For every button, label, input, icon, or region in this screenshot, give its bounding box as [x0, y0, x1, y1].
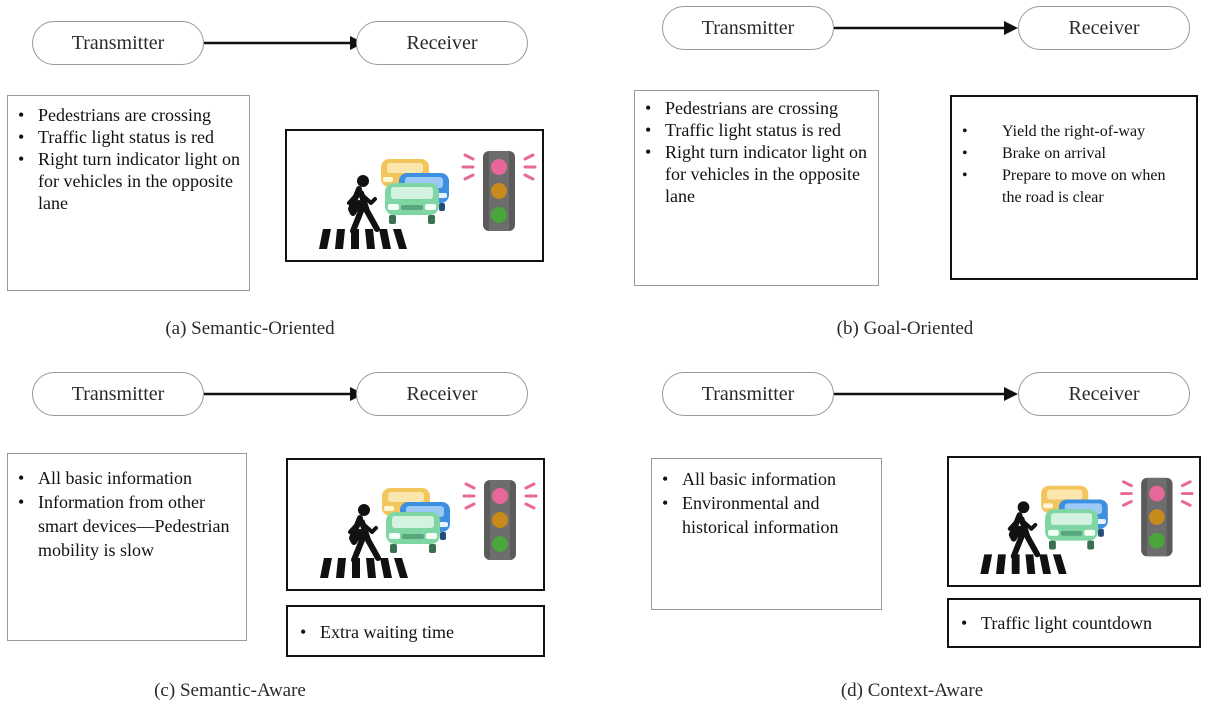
- info-item: Traffic light status is red: [639, 119, 870, 141]
- caption-c: (c) Semantic-Aware: [154, 680, 306, 701]
- goal-actions-box-b: Yield the right-of-way Brake on arrival …: [950, 95, 1198, 280]
- extra-info-box-d: Traffic light countdown: [947, 598, 1201, 648]
- transmitter-node-d: Transmitter: [662, 372, 834, 416]
- extra-item: Extra waiting time: [294, 621, 535, 643]
- semantic-info-box-d: All basic information Environmental and …: [651, 458, 882, 610]
- arrow-c: [204, 387, 364, 401]
- extra-info-box-c: Extra waiting time: [286, 605, 545, 657]
- caption-b: (b) Goal-Oriented: [836, 318, 974, 339]
- caption-a: (a) Semantic-Oriented: [165, 318, 335, 339]
- action-item: Yield the right-of-way: [956, 121, 1186, 143]
- transmitter-node-a: Transmitter: [32, 21, 204, 65]
- extra-item: Traffic light countdown: [955, 612, 1191, 634]
- info-item: Right turn indicator light on for vehicl…: [639, 141, 870, 207]
- semantic-info-box-c: All basic information Information from o…: [7, 453, 247, 641]
- info-item: All basic information: [656, 467, 873, 491]
- info-item: Right turn indicator light on for vehicl…: [12, 148, 241, 214]
- info-item: Information from other smart devices—Ped…: [12, 490, 238, 562]
- receiver-node-d: Receiver: [1018, 372, 1190, 416]
- scene-illustration: [949, 458, 1199, 585]
- caption-d: (d) Context-Aware: [840, 680, 984, 701]
- info-item: Environmental and historical information: [656, 491, 873, 539]
- info-item: Pedestrians are crossing: [639, 97, 870, 119]
- traffic-scene-d: [947, 456, 1201, 587]
- action-item: Brake on arrival: [956, 143, 1186, 165]
- info-item: All basic information: [12, 466, 238, 490]
- scene-illustration: [287, 131, 542, 260]
- transmitter-node-b: Transmitter: [662, 6, 834, 50]
- action-item: Prepare to move on when the road is clea…: [956, 165, 1186, 209]
- info-item: Traffic light status is red: [12, 126, 241, 148]
- arrow-a: [204, 36, 364, 50]
- receiver-node-c: Receiver: [356, 372, 528, 416]
- arrow-d: [834, 387, 1018, 401]
- semantic-info-box-a: Pedestrians are crossing Traffic light s…: [7, 95, 250, 291]
- info-item: Pedestrians are crossing: [12, 104, 241, 126]
- transmitter-node-c: Transmitter: [32, 372, 204, 416]
- receiver-node-a: Receiver: [356, 21, 528, 65]
- semantic-info-box-b: Pedestrians are crossing Traffic light s…: [634, 90, 879, 286]
- scene-illustration: [288, 460, 543, 589]
- receiver-node-b: Receiver: [1018, 6, 1190, 50]
- arrow-b: [834, 21, 1018, 35]
- traffic-scene-c: [286, 458, 545, 591]
- traffic-scene-a: [285, 129, 544, 262]
